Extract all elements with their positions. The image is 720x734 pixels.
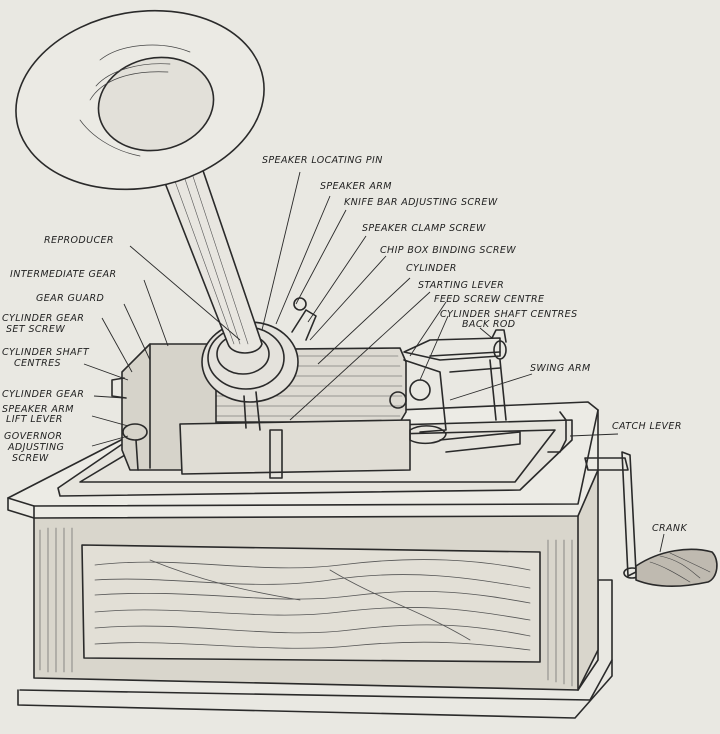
label-governor-adjusting-screw-line3: SCREW — [12, 453, 49, 464]
label-catch-lever: CATCH LEVER — [612, 421, 682, 432]
swing-arm — [403, 359, 447, 433]
label-back-rod: BACK ROD — [462, 319, 516, 330]
label-swing-arm: SWING ARM — [530, 363, 591, 374]
label-cylinder-gear-set-screw-line2: SET SCREW — [6, 324, 66, 335]
label-speaker-arm-lift-lever-line1: SPEAKER ARM — [2, 404, 74, 415]
label-reproducer: REPRODUCER — [44, 235, 114, 246]
label-knife-bar-adjusting-screw: KNIFE BAR ADJUSTING SCREW — [344, 197, 498, 208]
catch-lever — [547, 411, 567, 453]
label-governor-adjusting-screw-line2: ADJUSTING — [8, 442, 65, 453]
label-feed-screw-centre: FEED SCREW CENTRE — [434, 294, 545, 305]
label-crank: CRANK — [652, 523, 688, 534]
label-chip-box-binding-screw: CHIP BOX BINDING SCREW — [380, 245, 517, 256]
label-starting-lever: STARTING LEVER — [418, 280, 505, 291]
label-cylinder-shaft-centres-left-line1: CYLINDER SHAFT — [2, 347, 90, 358]
label-cylinder-shaft-centres-left-line2: CENTRES — [14, 358, 61, 369]
label-speaker-locating-pin: SPEAKER LOCATING PIN — [262, 155, 383, 166]
label-cylinder: CYLINDER — [406, 263, 457, 274]
label-cylinder-gear: CYLINDER GEAR — [2, 389, 85, 400]
label-intermediate-gear: INTERMEDIATE GEAR — [10, 269, 117, 280]
label-speaker-clamp-screw: SPEAKER CLAMP SCREW — [362, 223, 486, 234]
horn — [157, 149, 263, 354]
label-governor-adjusting-screw-line1: GOVERNOR — [4, 431, 63, 442]
label-speaker-arm: SPEAKER ARM — [320, 181, 392, 192]
feed-screw-assembly — [403, 337, 501, 361]
label-gear-guard: GEAR GUARD — [36, 293, 105, 304]
starting-lever — [269, 429, 283, 479]
label-speaker-arm-lift-lever-line2: LIFT LEVER — [6, 414, 63, 425]
label-cylinder-shaft-centres-right: CYLINDER SHAFT CENTRES — [440, 309, 578, 320]
crank-handle — [635, 548, 718, 588]
cabinet-front-panel — [81, 544, 541, 663]
label-cylinder-gear-set-screw-line1: CYLINDER GEAR — [2, 313, 85, 324]
